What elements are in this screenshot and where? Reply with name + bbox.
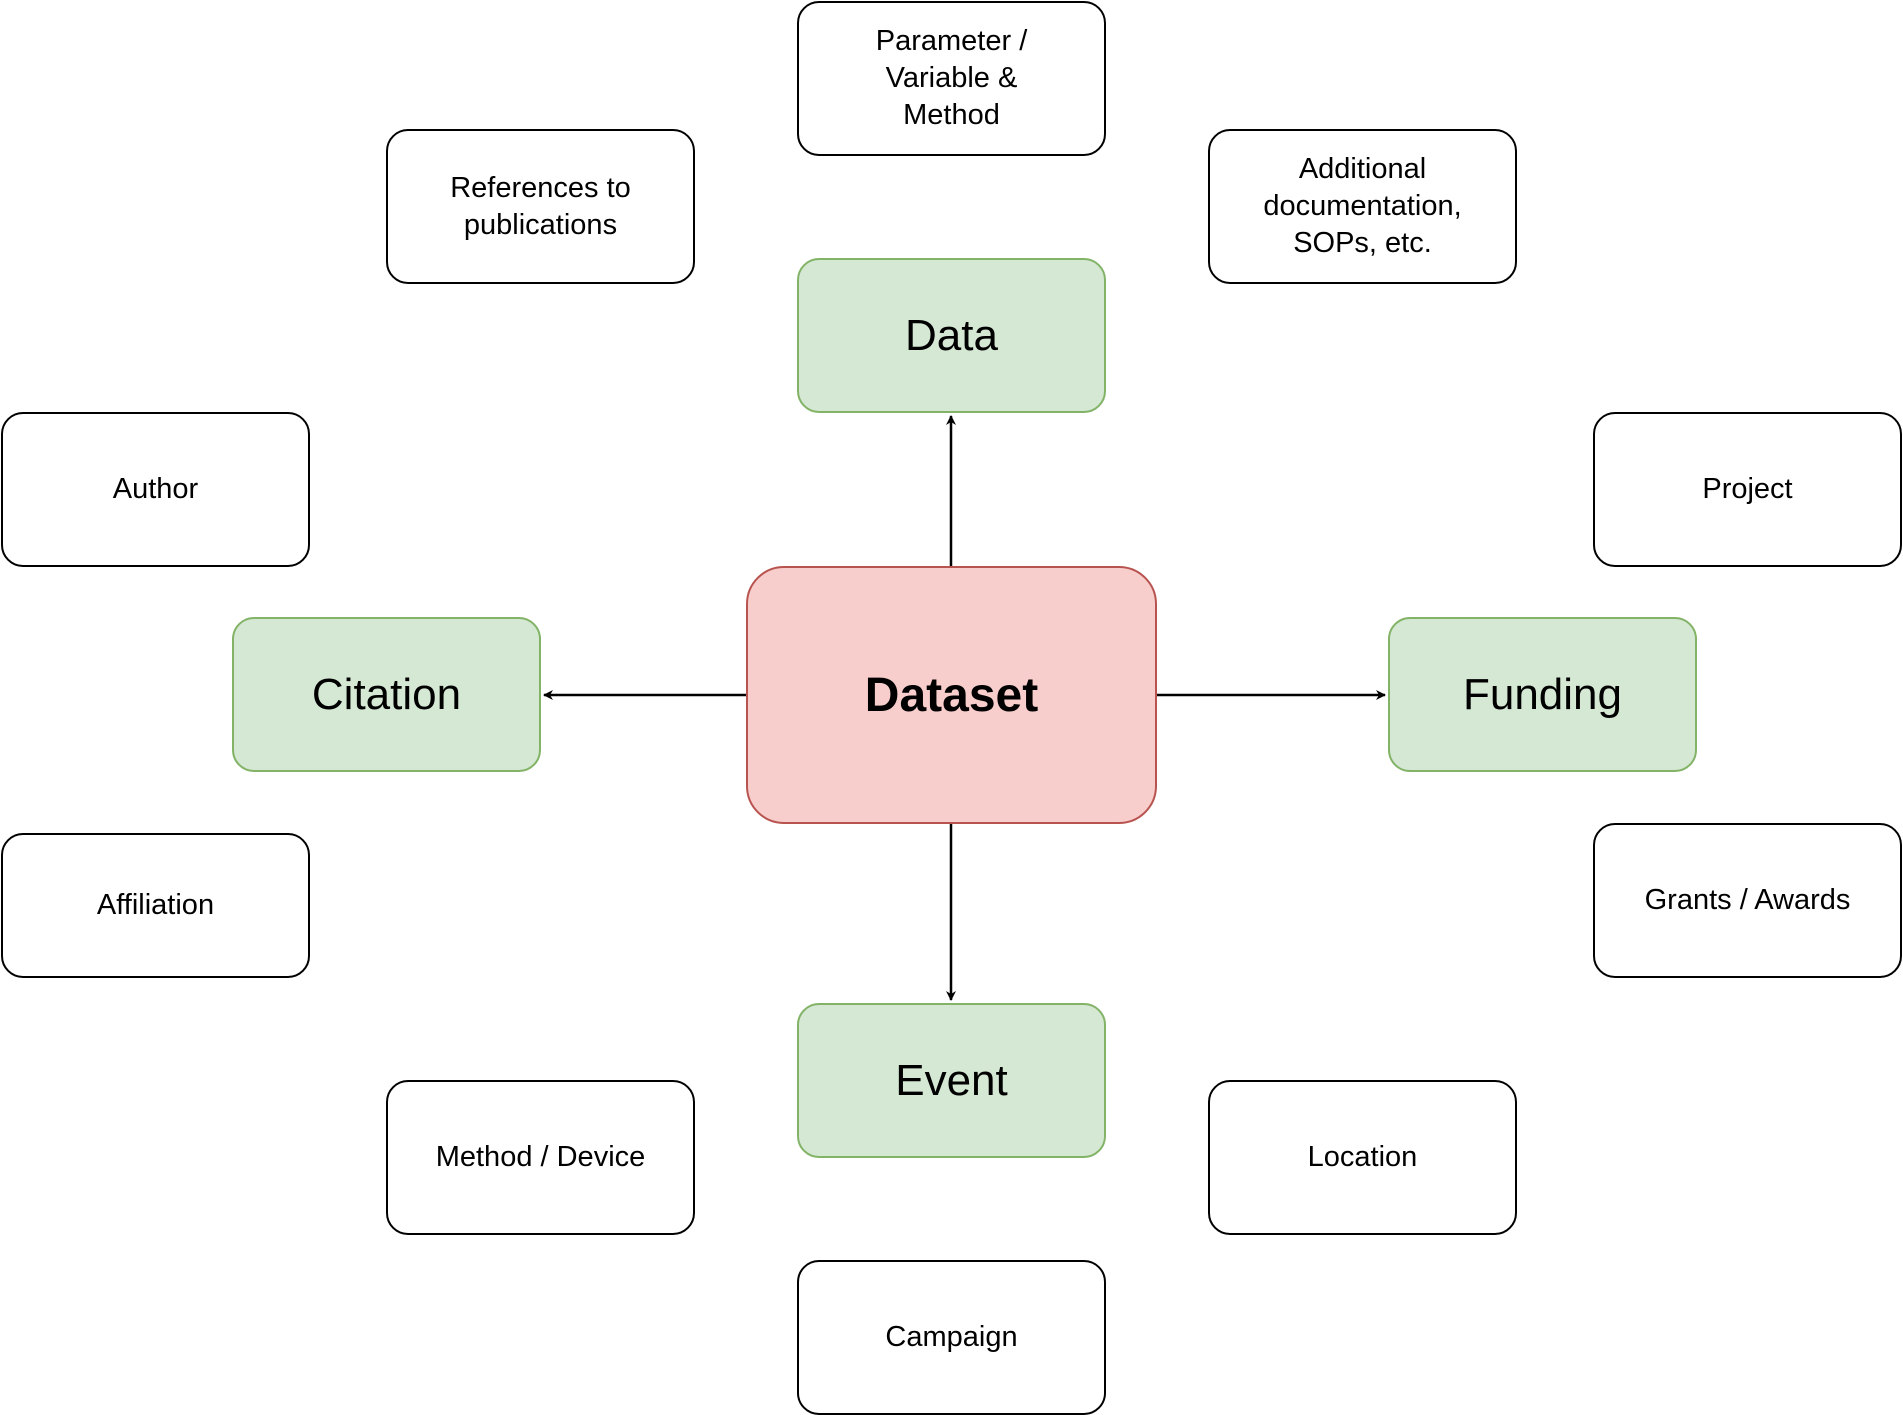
additional-documentation-label: Additional documentation, SOPs, etc. bbox=[1263, 153, 1462, 259]
data-label: Data bbox=[905, 310, 998, 360]
citation-node: Citation bbox=[232, 617, 541, 772]
campaign-label: Campaign bbox=[885, 1321, 1018, 1353]
additional-documentation-node: Additional documentation, SOPs, etc. bbox=[1208, 129, 1517, 284]
location-node: Location bbox=[1208, 1080, 1517, 1235]
location-label: Location bbox=[1307, 1141, 1418, 1173]
parameter-variable-method-node: Parameter / Variable & Method bbox=[797, 1, 1106, 156]
affiliation-node: Affiliation bbox=[1, 833, 310, 978]
dataset-node: Dataset bbox=[746, 566, 1157, 824]
grants-awards-label: Grants / Awards bbox=[1644, 884, 1851, 916]
dataset-label: Dataset bbox=[864, 668, 1039, 722]
references-to-publications-node: References to publications bbox=[386, 129, 695, 284]
author-label: Author bbox=[112, 473, 199, 505]
event-node: Event bbox=[797, 1003, 1106, 1158]
project-node: Project bbox=[1593, 412, 1902, 567]
grants-awards-node: Grants / Awards bbox=[1593, 823, 1902, 978]
method-device-label: Method / Device bbox=[435, 1141, 646, 1173]
method-device-node: Method / Device bbox=[386, 1080, 695, 1235]
project-label: Project bbox=[1702, 473, 1793, 505]
references-to-publications-label: References to publications bbox=[450, 171, 631, 241]
citation-label: Citation bbox=[311, 669, 462, 719]
author-node: Author bbox=[1, 412, 310, 567]
data-node: Data bbox=[797, 258, 1106, 413]
funding-node: Funding bbox=[1388, 617, 1697, 772]
affiliation-label: Affiliation bbox=[96, 889, 215, 921]
campaign-node: Campaign bbox=[797, 1260, 1106, 1415]
funding-label: Funding bbox=[1462, 669, 1622, 719]
event-label: Event bbox=[895, 1055, 1008, 1105]
parameter-variable-method-label: Parameter / Variable & Method bbox=[875, 25, 1028, 131]
